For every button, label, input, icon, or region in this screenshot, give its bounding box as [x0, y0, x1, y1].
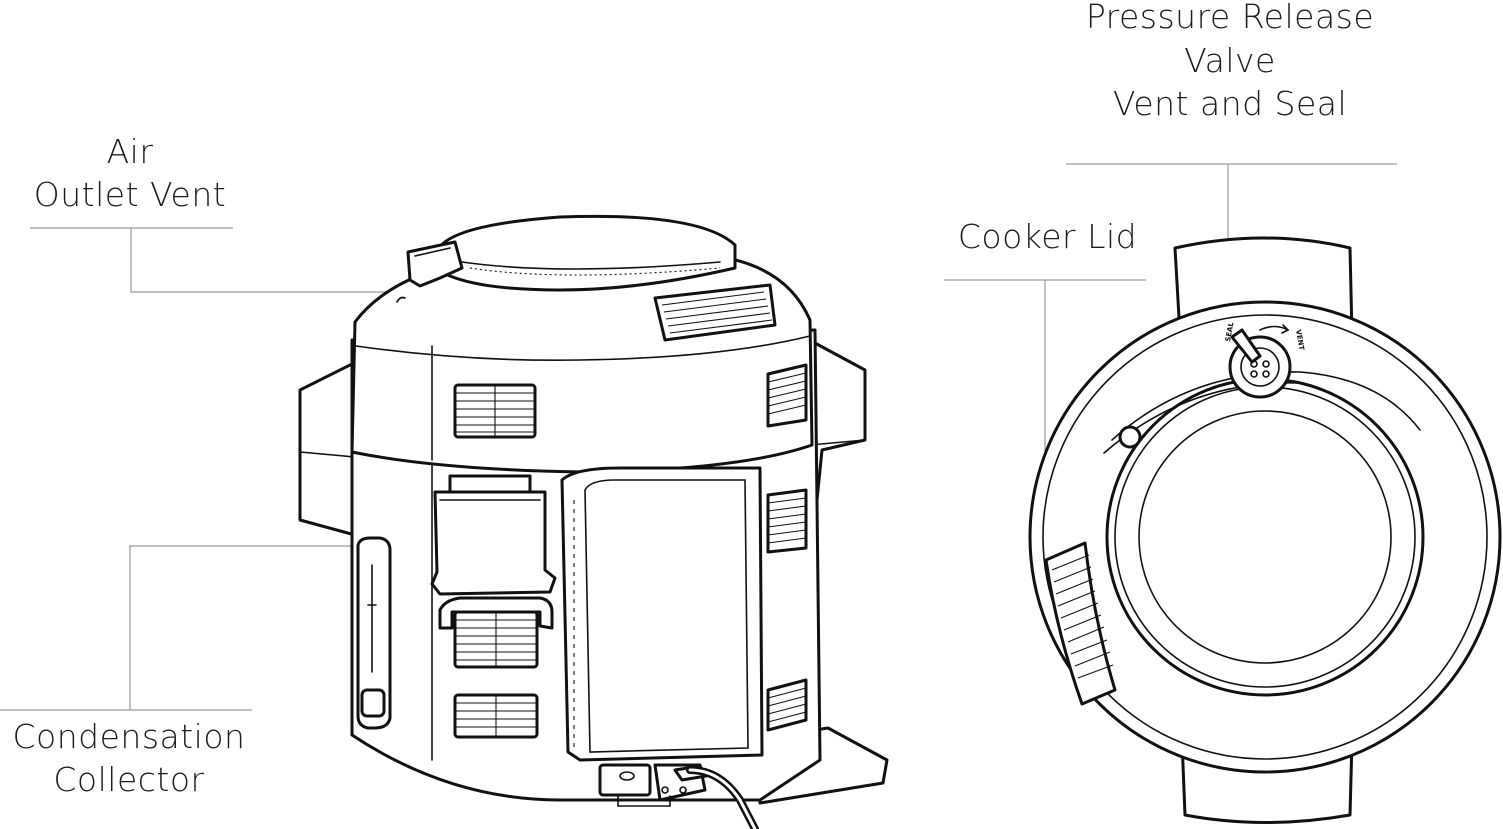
condensation-collector-label-line-2: Collector: [53, 760, 205, 799]
seal-marking: SEAL: [1224, 321, 1235, 342]
front-panel: [560, 466, 764, 762]
cooker-lid-label-line-1: Cooker Lid: [957, 217, 1138, 256]
condensation-collector: [430, 474, 557, 596]
lid-inner-ring: [1105, 377, 1425, 697]
bottom-right-grille: [766, 678, 808, 732]
air-outlet-vent-label-line-1: Air: [106, 132, 154, 171]
upper-right-grille: [766, 363, 808, 428]
air-vent-leader: [30, 227, 405, 293]
pressure-release-valve-label-line-1: Pressure Release: [1085, 0, 1375, 36]
pressure-release-valve: [1228, 324, 1292, 399]
condensation-collector-label-line-1: Condensation: [12, 717, 246, 756]
condensation-collector-label: Condensation Collector: [0, 715, 258, 801]
cooker-lid-label: Cooker Lid: [945, 215, 1150, 258]
air-outlet-vent-knob: [406, 240, 464, 288]
lower-left-grille: [438, 596, 554, 669]
air-outlet-vent-label-line-2: Outlet Vent: [33, 175, 227, 214]
cooker-lid-top-view: [1028, 236, 1502, 824]
lid-side-grille: [1044, 541, 1117, 706]
lid-top-ring: [436, 214, 737, 292]
pressure-release-valve-label: Pressure Release Valve Vent and Seal: [1070, 0, 1390, 125]
bottom-left-grille: [453, 693, 539, 739]
upper-left-grille: [453, 383, 537, 439]
vent-marking: VENT: [1294, 329, 1306, 351]
lid-top-grille: [653, 283, 777, 342]
float-valve: [1118, 425, 1142, 449]
side-utensil-holder: [356, 536, 392, 730]
power-inlet: [598, 763, 708, 807]
pressure-release-valve-label-line-2: Valve: [1184, 41, 1276, 80]
pressure-release-valve-label-line-3: Vent and Seal: [1112, 84, 1348, 123]
cooker-side-view: [298, 214, 889, 829]
lower-right-grille: [766, 488, 808, 554]
air-outlet-vent-label: Air Outlet Vent: [15, 130, 245, 216]
